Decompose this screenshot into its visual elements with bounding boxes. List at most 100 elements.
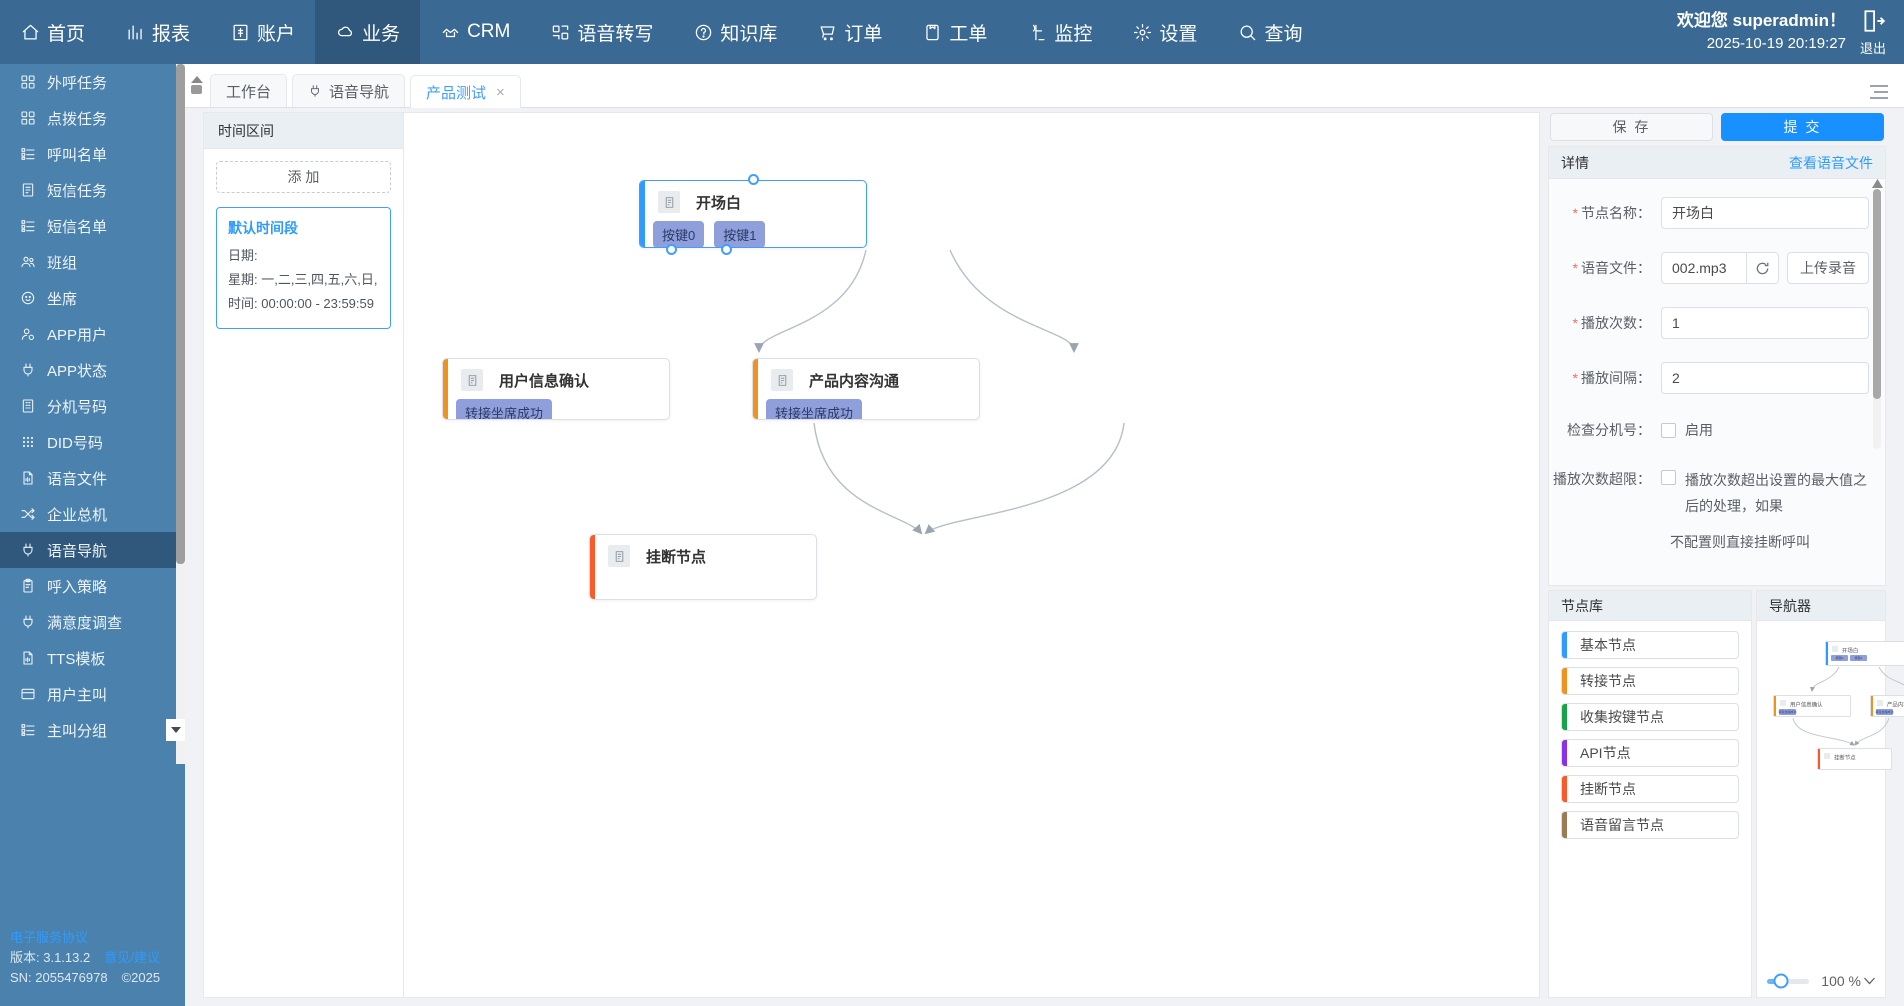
flow-node-2[interactable]: 产品内容沟通转接坐席成功 [752,358,980,420]
voice-file-input[interactable]: 002.mp3 [1672,260,1727,276]
sidebar-item-10[interactable]: DID号码 [0,424,185,460]
sidebar-item-4[interactable]: 短信名单 [0,208,185,244]
sidebar-item-0[interactable]: 外呼任务 [0,64,185,100]
play-overlimit-checkbox[interactable] [1661,469,1676,485]
sidebar-item-9[interactable]: 分机号码 [0,388,185,424]
tab-2[interactable]: 产品测试× [410,75,521,108]
tabs-container: 工作台语音导航产品测试× [205,74,521,108]
tab-1[interactable]: 语音导航 [292,74,406,107]
zoom-value-dropdown[interactable]: 100 % [1821,973,1875,989]
sidebar-item-3[interactable]: 短信任务 [0,172,185,208]
sidebar-scroll-down-button[interactable] [166,719,185,741]
field-voice-file: *语音文件： 002.mp3 上传录音 [1549,252,1869,284]
flow-node-chip[interactable]: 转接坐席成功 [456,399,553,419]
tab-close-icon[interactable]: × [496,83,505,101]
logout-button[interactable]: 退出 [1860,8,1886,57]
node-library-item-4[interactable]: 挂断节点 [1561,775,1739,803]
sidebar-item-11[interactable]: 语音文件 [0,460,185,496]
node-library-item-label: API节点 [1580,745,1631,761]
sidebar-item-5[interactable]: 班组 [0,244,185,280]
nav-item-7[interactable]: 订单 [797,0,902,64]
refresh-voice-file-button[interactable] [1746,253,1778,283]
mini-node-color-bar [1826,642,1828,665]
sidebar-item-7[interactable]: APP用户 [0,316,185,352]
sidebar-scrollbar-thumb[interactable] [176,64,185,564]
nav-item-2[interactable]: 账户 [210,0,315,64]
nav-item-10[interactable]: 设置 [1112,0,1217,64]
node-library-item-1[interactable]: 转接节点 [1561,667,1739,695]
time-interval-card[interactable]: 默认时间段 日期: 星期: 一,二,三,四,五,六,日, 时间: 00:00:0… [216,207,391,330]
nav-item-9[interactable]: 监控 [1007,0,1112,64]
nav-item-3[interactable]: 业务 [315,0,421,64]
feedback-link[interactable]: 意见/建议 [104,949,160,965]
zoom-slider-knob[interactable] [1773,973,1789,989]
flow-node-3[interactable]: 挂断节点 [589,534,817,600]
flow-node-chip[interactable]: 转接坐席成功 [766,399,863,419]
tab-menu-button[interactable] [1870,85,1904,107]
nav-item-1[interactable]: 报表 [105,0,210,64]
add-time-interval-button[interactable]: 添 加 [216,161,391,193]
play-interval-input[interactable]: 2 [1661,362,1869,394]
library-item-color-bar [1562,668,1567,694]
node-library-item-3[interactable]: API节点 [1561,739,1739,767]
sidebar-item-18[interactable]: 主叫分组 [0,712,185,748]
zoom-slider[interactable] [1767,973,1810,989]
node-chip-port-0[interactable] [666,244,677,255]
node-top-port[interactable] [748,174,759,185]
save-button[interactable]: 保 存 [1550,113,1713,141]
sidebar-item-14[interactable]: 呼入策略 [0,568,185,604]
node-library-item-5[interactable]: 语音留言节点 [1561,811,1739,839]
sidebar-item-1[interactable]: 点拨任务 [0,100,185,136]
transcribe-icon [550,22,570,42]
play-count-input[interactable]: 1 [1661,307,1869,339]
nav-item-5[interactable]: 语音转写 [530,0,673,64]
sidebar-scrollbar-track[interactable] [176,64,185,764]
sidebar-item-12[interactable]: 企业总机 [0,496,185,532]
node-library-item-2[interactable]: 收集按键节点 [1561,703,1739,731]
flow-node-chip[interactable]: 按键0 [653,221,705,247]
sidebar-item-6[interactable]: 坐席 [0,280,185,316]
upload-recording-button[interactable]: 上传录音 [1787,252,1869,284]
view-voice-file-link[interactable]: 查看语音文件 [1789,154,1873,171]
sidebar-item-8[interactable]: APP状态 [0,352,185,388]
detail-header: 详情 查看语音文件 [1549,147,1885,179]
tab-0[interactable]: 工作台 [210,74,288,107]
tab-scroll-controls[interactable] [191,67,205,107]
tab-bar: 工作台语音导航产品测试× [185,64,1904,108]
service-agreement-link[interactable]: 电子服务协议 [10,929,89,945]
submit-button[interactable]: 提 交 [1721,113,1884,141]
check-extension-checkbox[interactable] [1661,422,1676,438]
flow-connectors [754,249,1125,535]
flow-node-1[interactable]: 用户信息确认转接坐席成功 [442,358,670,420]
nav-item-label: 工单 [949,23,988,45]
nav-item-4[interactable]: CRM [420,0,530,64]
node-library-item-0[interactable]: 基本节点 [1561,631,1739,659]
mini-node-title: 用户信息确认 [1790,701,1823,708]
chart-icon [125,22,145,42]
mini-node-icon [1877,700,1883,706]
flow-node-chip[interactable]: 按键1 [714,221,766,247]
sidebar-item-17[interactable]: 用户主叫 [0,676,185,712]
nav-item-6[interactable]: 知识库 [673,0,797,64]
detail-scrollbar-thumb[interactable] [1873,189,1881,399]
tab-scroll-down-icon[interactable] [191,85,202,94]
node-name-input[interactable]: 开场白 [1661,197,1869,229]
sidebar-item-15[interactable]: 满意度调查 [0,604,185,640]
nav-item-8[interactable]: 工单 [902,0,1007,64]
cloud-icon [335,22,355,42]
sidebar-item-16[interactable]: TTS模板 [0,640,185,676]
nav-item-11[interactable]: 查询 [1217,0,1322,64]
question-icon [693,22,713,42]
detail-scroll-up-icon[interactable] [1872,179,1883,191]
sidebar-item-label: 用户主叫 [47,686,108,704]
sidebar-item-13[interactable]: 语音导航 [0,532,185,568]
nav-item-0[interactable]: 首页 [0,0,105,64]
tab-scroll-up-icon[interactable] [191,76,203,83]
sidebar-item-2[interactable]: 呼叫名单 [0,136,185,172]
node-chip-port-1[interactable] [721,244,732,255]
